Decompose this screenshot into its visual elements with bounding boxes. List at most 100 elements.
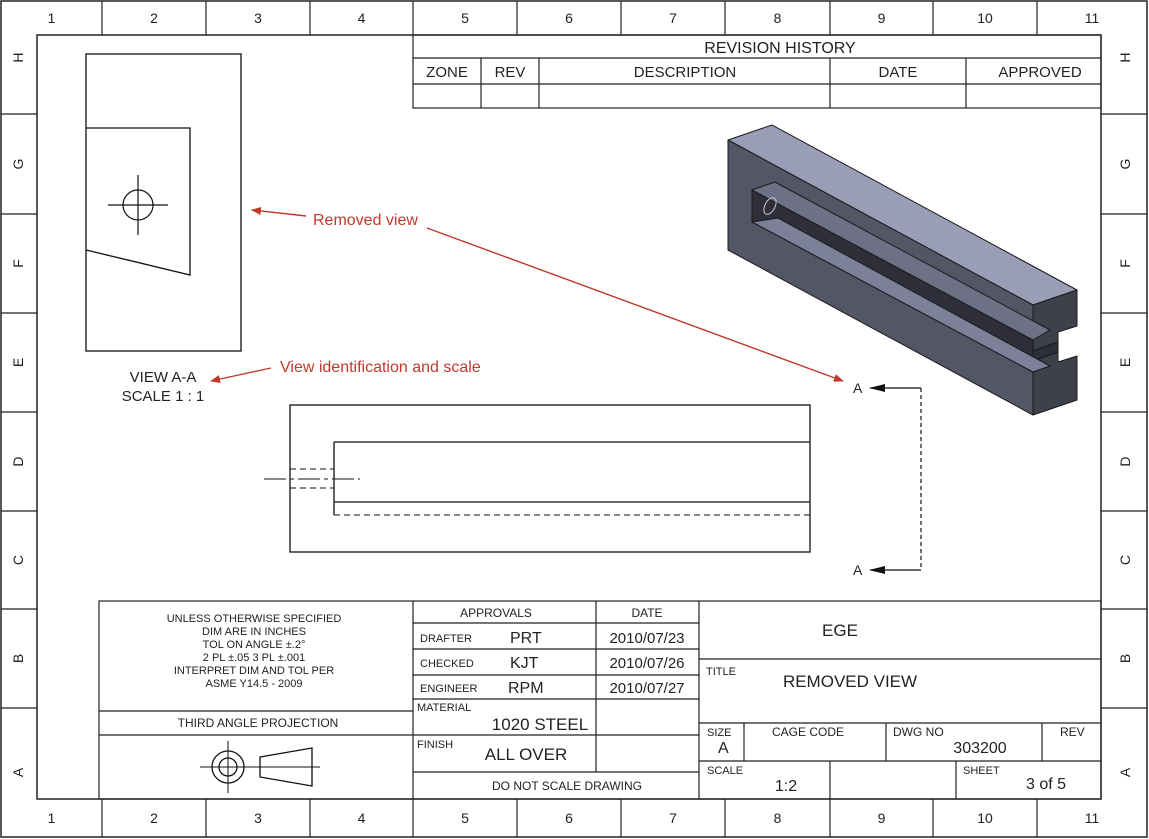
zone-row-label-left-F: F xyxy=(10,259,26,268)
zone-col-label-bottom-6: 6 xyxy=(565,810,573,826)
drafter-label: DRAFTER xyxy=(420,633,472,645)
material-value: 1020 STEEL xyxy=(492,715,588,734)
checked-date: 2010/07/26 xyxy=(609,655,684,672)
revision-history-title: REVISION HISTORY xyxy=(704,40,856,57)
dwg-no-value: 303200 xyxy=(953,740,1006,757)
rev-header-description: DESCRIPTION xyxy=(634,64,737,81)
zone-row-label-left-A: A xyxy=(10,767,26,777)
section-cutting-line xyxy=(869,384,922,574)
zone-row-label-left-B: B xyxy=(10,654,26,663)
zone-col-label-bottom-1: 1 xyxy=(48,810,56,826)
zone-row-label-left-C: C xyxy=(10,555,26,565)
zone-row-label-right-D: D xyxy=(1117,456,1133,466)
annotation-removed-view: Removed view xyxy=(313,212,418,229)
rev-header-date: DATE xyxy=(879,64,918,81)
tolerance-note-line: DIM ARE IN INCHES xyxy=(202,626,306,638)
finish-label: FINISH xyxy=(417,739,453,751)
zone-col-label-top-5: 5 xyxy=(461,10,469,26)
zone-row-label-left-G: G xyxy=(10,159,26,170)
zone-col-label-bottom-2: 2 xyxy=(150,810,158,826)
rev-header-approved: APPROVED xyxy=(998,64,1082,81)
front-view xyxy=(289,404,811,553)
company-name: EGE xyxy=(822,621,858,640)
zone-col-label-bottom-11: 11 xyxy=(1085,810,1100,826)
zone-col-label-bottom-10: 10 xyxy=(977,810,993,826)
dwg-no-label: DWG NO xyxy=(893,725,944,739)
finish-value: ALL OVER xyxy=(485,745,568,764)
tolerance-note-line: 2 PL ±.05 3 PL ±.001 xyxy=(203,652,305,664)
zone-col-label-bottom-8: 8 xyxy=(774,810,782,826)
zone-col-label-top-1: 1 xyxy=(48,10,56,26)
zone-col-label-top-3: 3 xyxy=(254,10,262,26)
date-header: DATE xyxy=(631,606,662,620)
title-label: TITLE xyxy=(706,666,736,678)
zone-row-label-right-A: A xyxy=(1117,767,1133,777)
tolerance-note-line: INTERPRET DIM AND TOL PER xyxy=(174,665,334,677)
material-label: MATERIAL xyxy=(417,702,471,714)
tolerance-note-line: UNLESS OTHERWISE SPECIFIED xyxy=(167,613,342,625)
checked-value: KJT xyxy=(510,655,539,672)
hidden-lines xyxy=(290,468,810,516)
third-angle-projection-icon xyxy=(200,741,320,793)
cage-code-label: CAGE CODE xyxy=(772,725,844,739)
rev-header-rev: REV xyxy=(495,64,526,81)
approvals-header: APPROVALS xyxy=(460,606,532,620)
isometric-part-view xyxy=(727,124,1078,416)
zone-col-label-top-8: 8 xyxy=(774,10,782,26)
annotation-view-identification: View identification and scale xyxy=(280,359,481,376)
zone-col-label-top-6: 6 xyxy=(565,10,573,26)
title-block-frame xyxy=(98,600,1102,800)
tolerance-note-line: TOL ON ANGLE ±.2° xyxy=(203,639,306,651)
zone-col-label-top-4: 4 xyxy=(358,10,366,26)
tolerance-note-line: ASME Y14.5 - 2009 xyxy=(205,678,302,690)
revision-history-table xyxy=(412,34,1102,109)
do-not-scale: DO NOT SCALE DRAWING xyxy=(492,779,642,793)
zone-row-label-right-G: G xyxy=(1117,159,1133,170)
projection-label: THIRD ANGLE PROJECTION xyxy=(178,716,339,730)
drawing-title: REMOVED VIEW xyxy=(783,672,917,691)
zone-col-label-bottom-4: 4 xyxy=(358,810,366,826)
drafter-date: 2010/07/23 xyxy=(609,630,684,647)
section-letter-top: A xyxy=(853,380,863,396)
view-scale: SCALE 1 : 1 xyxy=(122,388,205,405)
zone-col-label-bottom-9: 9 xyxy=(878,810,886,826)
hole-crosshair-icon xyxy=(108,175,168,235)
view-label: VIEW A-A xyxy=(130,369,197,386)
zone-col-label-top-9: 9 xyxy=(878,10,886,26)
zone-row-label-left-E: E xyxy=(10,358,26,367)
section-letter-bottom: A xyxy=(853,562,863,578)
zone-col-label-bottom-3: 3 xyxy=(254,810,262,826)
rev-label: REV xyxy=(1060,725,1085,739)
zone-row-label-right-B: B xyxy=(1117,654,1133,663)
zone-col-label-bottom-7: 7 xyxy=(669,810,677,826)
zone-col-label-top-7: 7 xyxy=(669,10,677,26)
checked-label: CHECKED xyxy=(420,658,474,670)
zone-col-label-bottom-5: 5 xyxy=(461,810,469,826)
annotation-arrows xyxy=(210,207,844,384)
zone-row-label-right-C: C xyxy=(1117,555,1133,565)
drafter-value: PRT xyxy=(510,630,542,647)
zone-row-label-left-H: H xyxy=(10,52,26,62)
scale-label: SCALE xyxy=(707,765,743,777)
size-label: SIZE xyxy=(707,727,731,739)
zone-col-label-top-11: 11 xyxy=(1085,10,1100,26)
zone-row-label-right-E: E xyxy=(1117,358,1133,367)
size-value: A xyxy=(718,740,729,757)
zone-row-label-right-H: H xyxy=(1117,52,1133,62)
rev-header-zone: ZONE xyxy=(426,64,468,81)
scale-value: 1:2 xyxy=(775,778,797,795)
engineer-date: 2010/07/27 xyxy=(609,680,684,697)
zone-row-label-right-F: F xyxy=(1117,259,1133,268)
zone-col-label-top-10: 10 xyxy=(977,10,993,26)
engineer-label: ENGINEER xyxy=(420,683,478,695)
sheet-value: 3 of 5 xyxy=(1026,776,1066,793)
zone-row-label-left-D: D xyxy=(10,456,26,466)
revision-history-headers: ZONE REV DESCRIPTION DATE APPROVED xyxy=(426,64,1082,81)
sheet-label: SHEET xyxy=(963,765,1000,777)
removed-view-a-a xyxy=(85,53,242,352)
zone-col-label-top-2: 2 xyxy=(150,10,158,26)
engineer-value: RPM xyxy=(508,680,544,697)
